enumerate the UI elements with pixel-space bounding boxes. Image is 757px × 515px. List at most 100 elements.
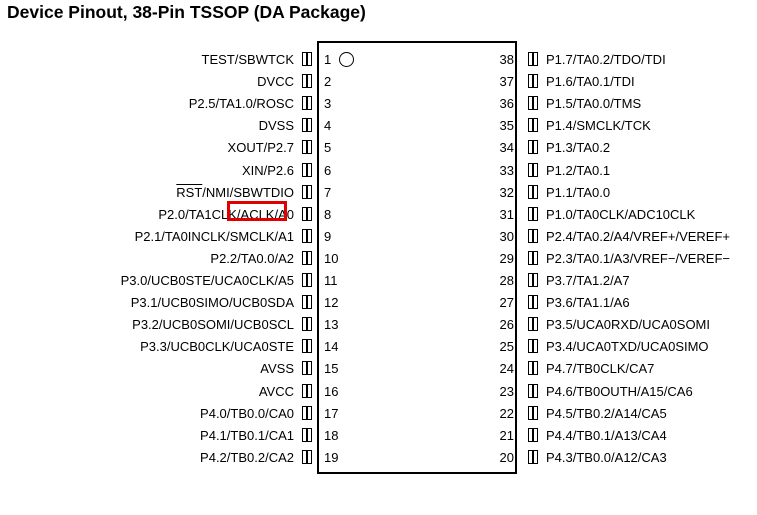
pin-name-text: P4.0/TB0.0/CA0	[200, 406, 294, 421]
pin-name: P1.4/SMCLK/TCK	[546, 118, 651, 133]
pin-number: 10	[324, 251, 339, 266]
pin-name-text: P3.0/UCB0STE/UCA0CLK/A5	[120, 273, 294, 288]
selection-highlight-box	[227, 201, 287, 221]
pin-number: 28	[499, 273, 514, 288]
pin-number: 9	[324, 229, 332, 244]
pin-name: P4.1/TB0.1/CA1	[0, 428, 294, 443]
pin-lead-icon	[528, 450, 538, 464]
pin-name-text: P4.1/TB0.1/CA1	[200, 428, 294, 443]
pin-name: P1.0/TA0CLK/ADC10CLK	[546, 207, 696, 222]
pin-number: 7	[324, 185, 332, 200]
pin-row-right: 32 P1.1/TA0.0	[490, 182, 752, 204]
pin-number: 36	[499, 96, 514, 111]
pin-lead-icon	[528, 52, 538, 66]
pin-name: P1.3/TA0.2	[546, 140, 611, 155]
pin-name: AVCC	[0, 384, 294, 399]
pin-lead-icon	[528, 361, 538, 375]
pin-name: TEST/SBWTCK	[0, 52, 294, 67]
pin-row-left: AVCC 16	[0, 381, 338, 403]
pin-number: 22	[499, 406, 514, 421]
pin-number: 34	[499, 140, 514, 155]
pin-lead-icon	[528, 428, 538, 442]
pin-number: 38	[499, 52, 514, 67]
pin-lead-icon	[302, 207, 312, 221]
pin-name-text: P3.3/UCB0CLK/UCA0STE	[140, 339, 294, 354]
pin-lead-icon	[528, 295, 538, 309]
pin-lead-icon	[302, 428, 312, 442]
pin-name: P2.2/TA0.0/A2	[0, 251, 294, 266]
pin-row-left: DVCC 2	[0, 71, 332, 93]
diagram-title: Device Pinout, 38-Pin TSSOP (DA Package)	[7, 2, 366, 22]
pin-row-left: XOUT/P2.7 5	[0, 137, 332, 159]
pin-number: 20	[499, 450, 514, 465]
pin1-marker-icon	[339, 52, 354, 67]
pin-name: P2.5/TA1.0/ROSC	[0, 96, 294, 111]
pin-name-text: P3.2/UCB0SOMI/UCB0SCL	[132, 317, 294, 332]
pin-lead-icon	[302, 295, 312, 309]
pin-number: 25	[499, 339, 514, 354]
pin-name: P4.0/TB0.0/CA0	[0, 406, 294, 421]
pin-name: RST/NMI/SBWTDIO	[0, 185, 294, 200]
pin-number: 2	[324, 74, 332, 89]
pin-name: P1.1/TA0.0	[546, 185, 611, 200]
pin-number: 16	[324, 384, 339, 399]
pin-name: P4.3/TB0.0/A12/CA3	[546, 450, 667, 465]
pin-name-overline: RST	[176, 185, 203, 200]
pin-lead-icon	[528, 74, 538, 88]
pin-name: P1.7/TA0.2/TDO/TDI	[546, 52, 666, 67]
pin-name: P1.5/TA0.0/TMS	[546, 96, 642, 111]
pin-lead-icon	[528, 185, 538, 199]
pin-lead-icon	[302, 317, 312, 331]
pin-name: P3.5/UCA0RXD/UCA0SOMI	[546, 317, 710, 332]
pin-name-text: AVSS	[260, 361, 294, 376]
pin-name: AVSS	[0, 361, 294, 376]
pin-number: 12	[324, 295, 339, 310]
pin-name: P3.3/UCB0CLK/UCA0STE	[0, 339, 294, 354]
pin-name: P4.6/TB0OUTH/A15/CA6	[546, 384, 693, 399]
pin-name: XOUT/P2.7	[0, 140, 294, 155]
pin-name: P2.1/TA0INCLK/SMCLK/A1	[0, 229, 294, 244]
pin-number: 1	[324, 52, 332, 67]
pin-name-text: P2.5/TA1.0/ROSC	[188, 96, 294, 111]
pin-lead-icon	[528, 251, 538, 265]
pin-name: P4.7/TB0CLK/CA7	[546, 361, 655, 376]
pin-name: P3.1/UCB0SIMO/UCB0SDA	[0, 295, 294, 310]
pin-number: 5	[324, 140, 332, 155]
pin-number: 4	[324, 118, 332, 133]
pin-lead-icon	[302, 406, 312, 420]
pin-number: 35	[499, 118, 514, 133]
pin-number: 27	[499, 295, 514, 310]
pin-name: P4.4/TB0.1/A13/CA4	[546, 428, 667, 443]
pin-lead-icon	[528, 118, 538, 132]
pin-lead-icon	[302, 339, 312, 353]
pin-row-left: P2.2/TA0.0/A2 10	[0, 248, 338, 270]
pin-lead-icon	[528, 140, 538, 154]
pin-name-text: DVCC	[257, 74, 294, 89]
pin-number: 17	[324, 406, 339, 421]
pin-row-left: P2.1/TA0INCLK/SMCLK/A1 9	[0, 226, 332, 248]
pin-number: 6	[324, 163, 332, 178]
pin-lead-icon	[528, 406, 538, 420]
pin-name: P1.6/TA0.1/TDI	[546, 74, 635, 89]
pin-name-text: DVSS	[258, 118, 294, 133]
pin-number: 32	[499, 185, 514, 200]
pin-lead-icon	[302, 185, 312, 199]
pin-lead-icon	[302, 450, 312, 464]
pin-name-text: TEST/SBWTCK	[201, 52, 294, 67]
pin-name: P2.3/TA0.1/A3/VREF−/VEREF−	[546, 251, 731, 266]
